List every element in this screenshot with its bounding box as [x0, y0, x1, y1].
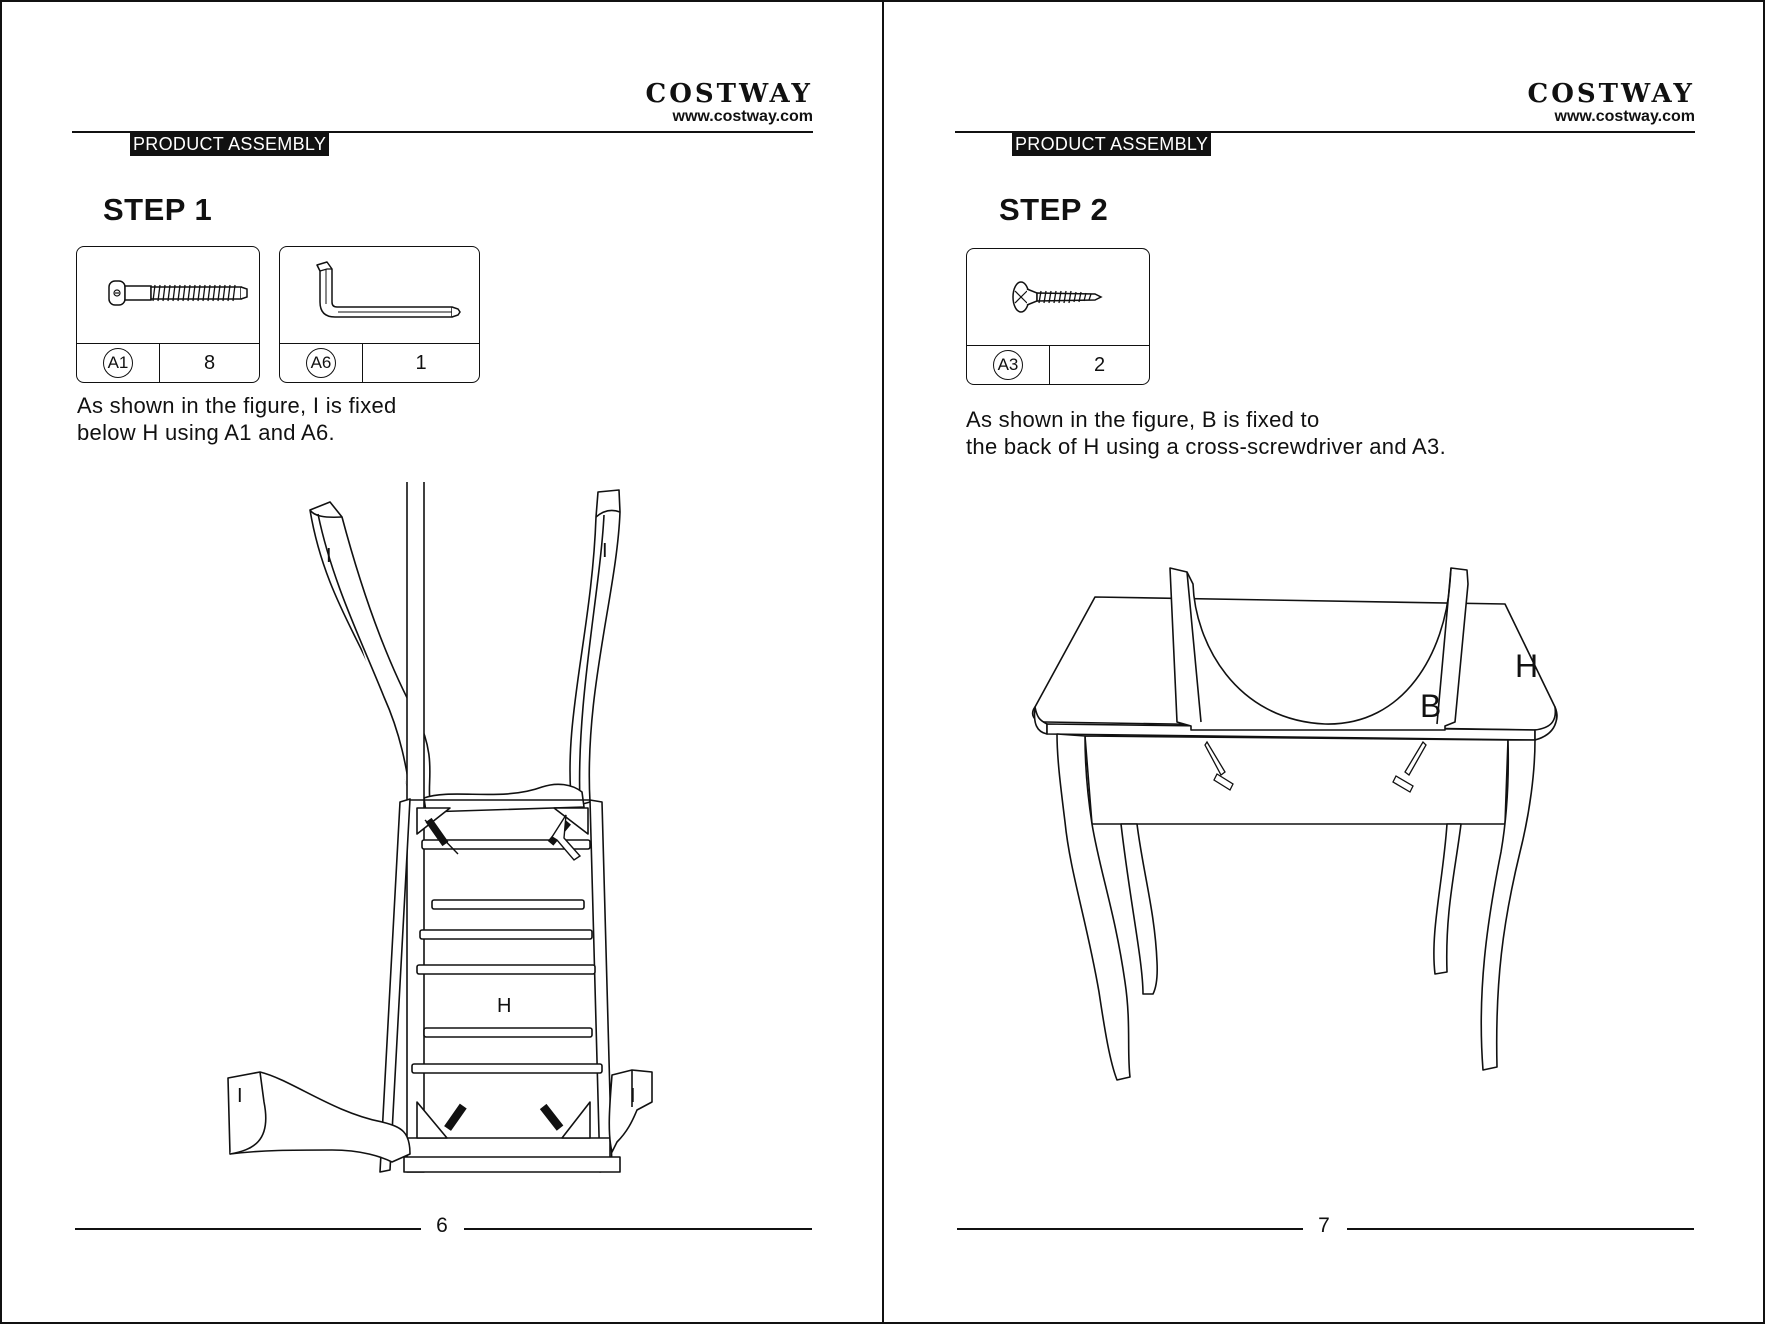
instruction-text: As shown in the figure, B is fixed to th…: [966, 406, 1446, 460]
leg-label: I: [602, 540, 608, 562]
part-card-a6: A6 1: [279, 246, 480, 383]
wood-screw-icon: [967, 249, 1151, 347]
brand-header: COSTWAY www.costway.com: [646, 80, 813, 126]
part-card-a3: A3 2: [966, 248, 1150, 385]
step-title: STEP 2: [999, 192, 1108, 228]
part-code-badge: A3: [993, 350, 1023, 380]
footer-rule-left: [75, 1228, 421, 1230]
part-quantity: 8: [160, 344, 259, 382]
section-label: PRODUCT ASSEMBLY: [1012, 133, 1211, 156]
page-7: COSTWAY www.costway.com PRODUCT ASSEMBLY…: [885, 2, 1765, 1322]
leg-label: I: [237, 1085, 243, 1107]
brand-header: COSTWAY www.costway.com: [1528, 80, 1695, 126]
page-number: 6: [422, 1214, 462, 1238]
part-info-row: A3 2: [967, 345, 1149, 384]
part-quantity: 2: [1050, 346, 1149, 384]
leg-label: I: [630, 1085, 636, 1107]
footer-rule-right: [464, 1228, 812, 1230]
part-info-row: A1 8: [77, 343, 259, 382]
allen-key-icon: [280, 247, 481, 345]
page-divider: [882, 2, 884, 1322]
brand-url: www.costway.com: [1528, 108, 1695, 126]
step2-assembly-figure: B H: [1025, 562, 1625, 1122]
page-6: COSTWAY www.costway.com PRODUCT ASSEMBLY…: [2, 2, 883, 1322]
brand-url: www.costway.com: [646, 108, 813, 126]
bolt-icon: [77, 247, 261, 345]
step1-assembly-figure: I I I I H: [212, 482, 672, 1182]
footer-rule-right: [1347, 1228, 1694, 1230]
leg-label: I: [326, 545, 332, 567]
step-title: STEP 1: [103, 192, 212, 228]
part-code-badge: A6: [306, 348, 336, 378]
part-quantity: 1: [363, 344, 479, 382]
part-info-row: A6 1: [280, 343, 479, 382]
part-code-badge: A1: [103, 348, 133, 378]
brand-logo: COSTWAY: [1528, 80, 1695, 108]
frame-label: H: [497, 995, 511, 1017]
back-label: B: [1420, 688, 1441, 724]
brand-logo: COSTWAY: [646, 80, 813, 108]
section-label: PRODUCT ASSEMBLY: [130, 133, 329, 156]
page-number: 7: [1304, 1214, 1344, 1238]
instruction-text: As shown in the figure, I is fixed below…: [77, 392, 397, 446]
footer-rule-left: [957, 1228, 1303, 1230]
part-card-a1: A1 8: [76, 246, 260, 383]
frame-label: H: [1515, 648, 1538, 684]
